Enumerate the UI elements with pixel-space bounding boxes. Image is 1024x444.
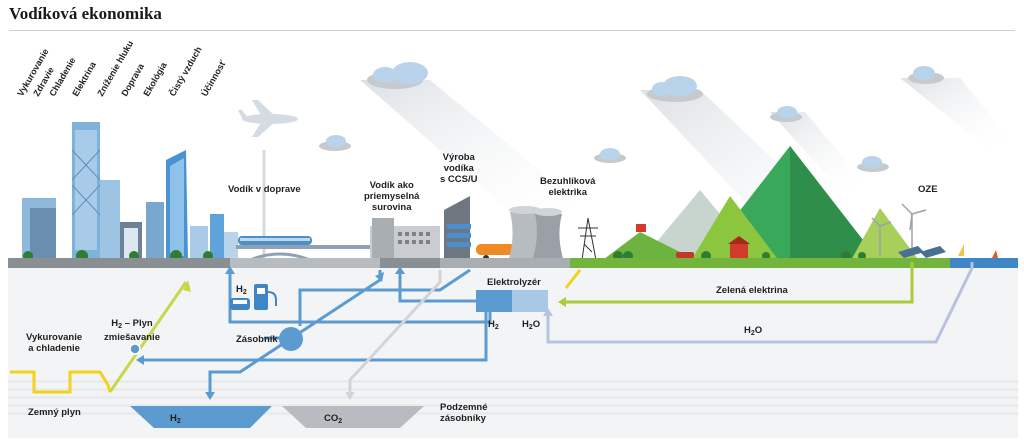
natural-gas-line [10,370,112,394]
train-icon [238,236,312,245]
blend-line [108,281,188,393]
fuel-station-icon [254,284,277,310]
storage-tank-icon [279,327,303,351]
cloud-icon [367,62,428,89]
page-title: Vodíková ekonomika [9,4,162,23]
title-divider [9,30,1015,31]
underground-stripes [8,380,1018,415]
blend-junction-icon [129,343,141,355]
water-flow [546,262,974,344]
electrolyzer [476,290,548,312]
sailboat-icon [958,244,998,258]
wind-turbine-icon [871,203,927,256]
blend-label: H2 – Plyn zmiešavanie [104,318,160,343]
underground-co2-label: CO2 [324,413,343,425]
cloud-icon [857,156,889,172]
cloud-icon [594,148,626,163]
city-skyline [22,122,238,260]
power-pylon-icon [578,217,598,261]
underground-h2-label: H2 [170,413,181,425]
factory-building [370,218,440,260]
cooling-towers [508,206,564,262]
car-icon [230,298,250,310]
green-power-label: Zelená elektrina [716,285,788,296]
cloud-shadow [770,112,870,190]
house-icon [636,224,646,232]
electrolyzer-label: Elektrolyzér [487,277,541,288]
underground-co2-storage [282,406,424,428]
underground-h2-storage [130,406,272,428]
electrolyzer-h2-label: H2 [488,319,499,331]
farm-barn-icon [728,236,750,258]
cloud-shadow [360,80,600,220]
station-h2-label: H2 [236,284,247,296]
transport-label: Vodík v doprave [228,184,301,195]
ccs-plant [444,196,471,260]
cloud-icon [319,135,351,151]
solar-panel-icon [898,246,946,258]
h2-flow-lines [140,268,492,395]
storage-label: Zásobník [236,334,278,345]
electrolyzer-h2o-label: H2O [522,319,541,331]
oze-label: OZE [918,184,938,195]
natural-gas-label: Zemný plyn [28,407,81,418]
cloud-icon [908,66,944,84]
car-icon [676,252,694,258]
nuclear-power-flow [564,269,582,289]
arrowheads [136,266,405,400]
cloud-shadow [900,78,1010,150]
cloud-icon [770,106,802,122]
co2-flow [348,270,442,395]
airplane-icon [238,100,298,137]
water-label: H2O [744,325,763,337]
bridge [236,245,376,262]
cloud-icon [647,76,703,102]
green-power-flow [566,262,914,304]
